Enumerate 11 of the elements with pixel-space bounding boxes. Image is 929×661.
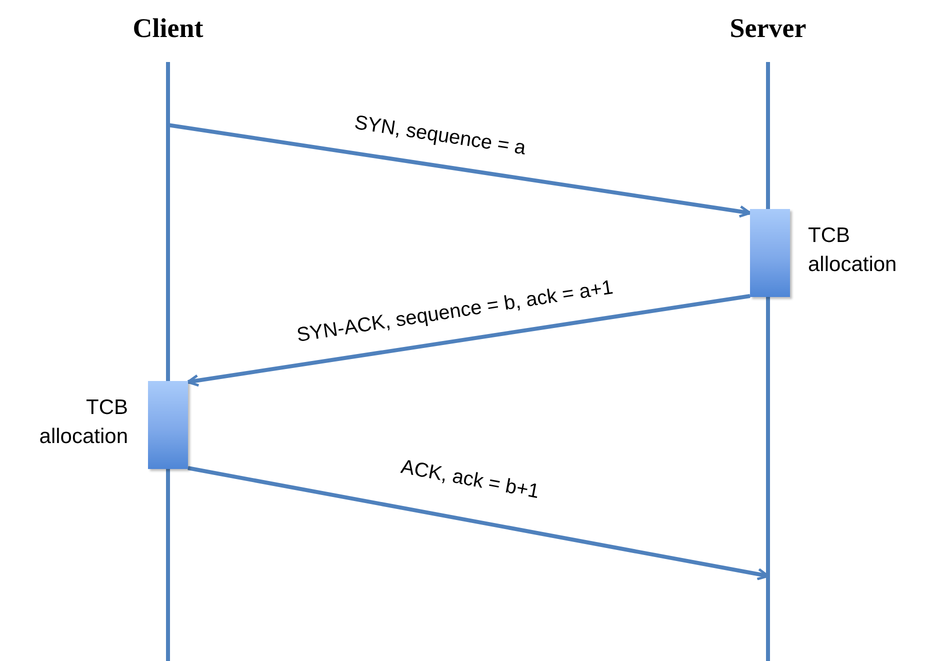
edge-label: ACK, ack = b+1	[399, 456, 541, 504]
lifeline-heading: Client	[132, 12, 204, 44]
activation-note: TCB allocation	[808, 223, 898, 278]
activation-note: TCB allocation	[38, 395, 128, 450]
activation-bar	[148, 381, 188, 469]
activation-bar	[750, 209, 790, 297]
lifeline-heading: Server	[730, 12, 806, 44]
arrow	[186, 294, 750, 387]
arrow	[168, 123, 752, 218]
edge-label: SYN-ACK, sequence = b, ack = a+1	[295, 276, 615, 348]
edge-label: SYN, sequence = a	[352, 112, 528, 160]
